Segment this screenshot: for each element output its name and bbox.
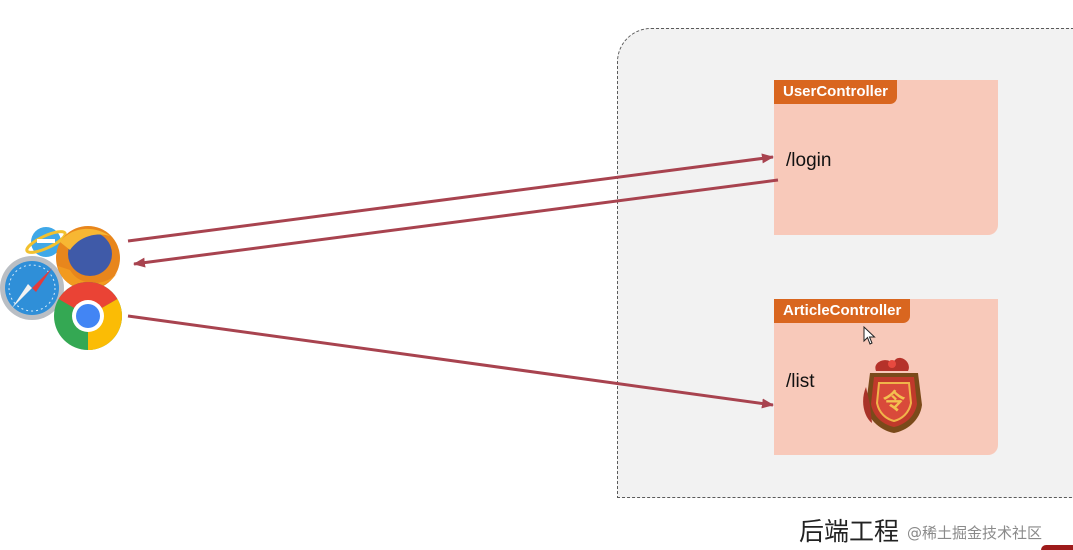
corner-mark [1041, 545, 1073, 550]
chrome-icon [54, 282, 122, 350]
watermark-text: @稀土掘金技术社区 [907, 524, 1043, 542]
login-response-arrow [133, 178, 779, 268]
list-route-label: /list [786, 371, 815, 392]
user-controller-box: UserController /login [774, 80, 998, 235]
article-controller-label: ArticleController [774, 299, 911, 323]
internet-explorer-icon [25, 227, 67, 257]
backend-project-title: 后端工程 [799, 517, 900, 546]
browser-icons-cluster [0, 226, 122, 350]
list-request-arrow [127, 314, 774, 409]
safari-icon [0, 256, 64, 320]
firefox-icon [56, 226, 120, 290]
svg-text:令: 令 [883, 389, 906, 415]
command-token-icon: 令 [863, 357, 922, 433]
mouse-cursor-icon [863, 326, 876, 345]
login-request-arrow [127, 153, 774, 243]
login-route-label: /login [786, 150, 832, 171]
user-controller-label: UserController [774, 80, 898, 104]
